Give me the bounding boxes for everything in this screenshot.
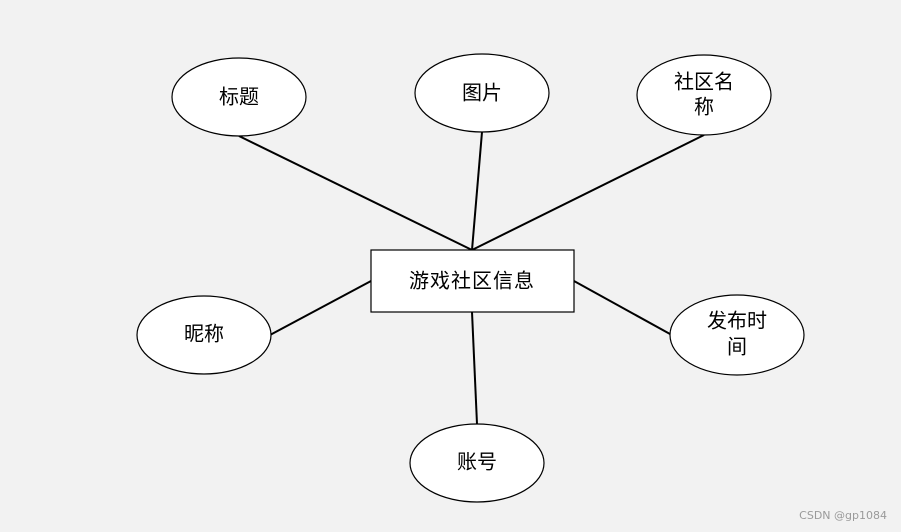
attribute-label-publish-time-line1: 发布时 — [707, 309, 767, 333]
attribute-label-publish-time-line2: 间 — [727, 335, 747, 359]
edge-nickname — [269, 280, 372, 336]
attribute-ellipse — [409, 423, 545, 503]
attribute-ellipse — [136, 295, 272, 375]
attribute-account: 账号 — [409, 423, 545, 503]
attribute-ellipse — [636, 54, 772, 136]
attribute-label-image: 图片 — [462, 81, 502, 105]
edge-title — [238, 135, 473, 251]
connectors — [238, 131, 705, 425]
attribute-publish-time: 发布时 间 — [669, 294, 805, 376]
watermark: CSDN @gp1084 — [799, 509, 887, 522]
attribute-label-account: 账号 — [457, 450, 497, 474]
edge-image — [471, 131, 483, 251]
attribute-label-community-name-line1: 社区名 — [674, 70, 734, 94]
attribute-title: 标题 — [171, 57, 307, 137]
edge-publish-time — [573, 280, 671, 335]
attribute-label-title: 标题 — [219, 85, 259, 109]
attribute-ellipse — [414, 53, 550, 133]
edge-community-name — [471, 134, 705, 251]
attribute-ellipse — [171, 57, 307, 137]
entity-label: 游戏社区信息 — [409, 269, 535, 293]
entity-game-community-info: 游戏社区信息 — [370, 249, 575, 313]
attribute-community-name: 社区名 称 — [636, 54, 772, 136]
entity-box — [370, 249, 575, 313]
attribute-ellipse — [669, 294, 805, 376]
attribute-nickname: 昵称 — [136, 295, 272, 375]
attribute-label-nickname: 昵称 — [184, 322, 224, 346]
attribute-label-community-name-line2: 称 — [694, 95, 714, 119]
edge-account — [471, 311, 478, 425]
attribute-image: 图片 — [414, 53, 550, 133]
